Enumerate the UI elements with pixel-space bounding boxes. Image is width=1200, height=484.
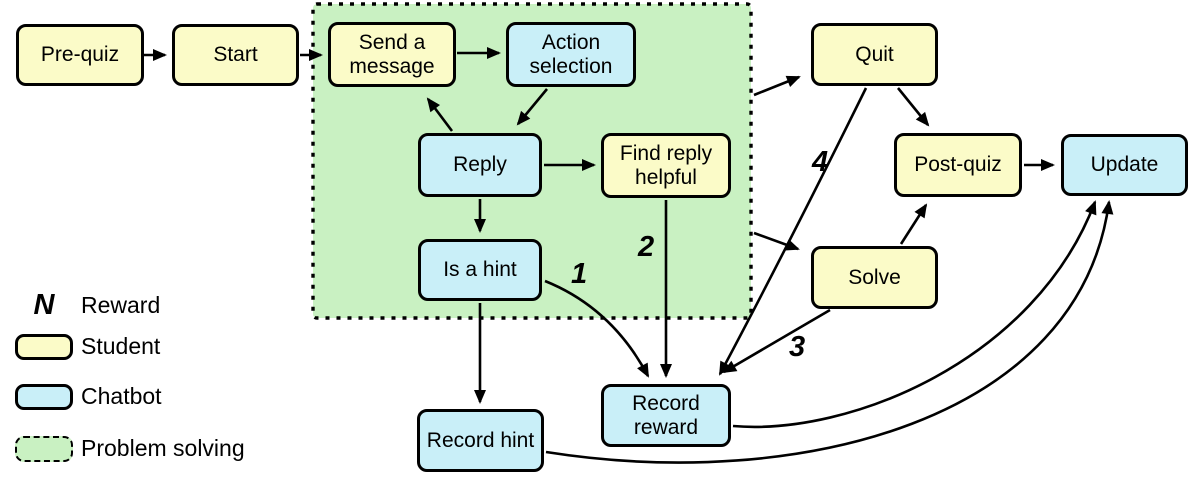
legend-row-problem-solving: Problem solving bbox=[15, 435, 245, 462]
node-record-reward: Record reward bbox=[601, 384, 731, 447]
edge-action-selection-reply bbox=[516, 88, 549, 126]
student-swatch bbox=[15, 333, 73, 360]
node-send-a-message: Send a message bbox=[328, 22, 456, 87]
node-pre-quiz: Pre-quiz bbox=[16, 24, 144, 86]
node-action-selection: Action selection bbox=[506, 22, 636, 87]
edge-quit-record-reward bbox=[718, 87, 868, 376]
chatbot-swatch bbox=[15, 383, 73, 410]
edge-region-solve bbox=[753, 231, 800, 251]
edge-solve-record-reward bbox=[722, 308, 831, 374]
reward-label-3: 3 bbox=[789, 331, 806, 363]
edge-quit-post-quiz bbox=[896, 87, 930, 127]
node-update: Update bbox=[1061, 134, 1188, 196]
problem-solving-swatch bbox=[15, 435, 73, 462]
reward-label-2: 2 bbox=[638, 231, 655, 263]
node-find-reply-helpful: Find reply helpful bbox=[601, 133, 731, 198]
node-is-a-hint: Is a hint bbox=[418, 239, 542, 301]
edge-reply-send-message bbox=[426, 97, 454, 132]
legend-label-student: Student bbox=[81, 333, 161, 359]
edge-record-reward-update bbox=[732, 200, 1097, 429]
node-post-quiz: Post-quiz bbox=[894, 133, 1022, 197]
flow-arrows bbox=[144, 47, 1114, 464]
node-reply: Reply bbox=[418, 133, 542, 197]
legend-row-chatbot: Chatbot bbox=[15, 383, 162, 410]
node-start: Start bbox=[172, 24, 299, 86]
legend-label-chatbot: Chatbot bbox=[81, 383, 162, 409]
legend-row-student: Student bbox=[15, 333, 160, 360]
node-quit: Quit bbox=[811, 23, 938, 86]
legend-row-reward: N Reward bbox=[15, 289, 161, 322]
legend-label-problem-solving: Problem solving bbox=[81, 435, 245, 461]
legend-label-reward: Reward bbox=[81, 292, 161, 318]
edge-record-hint-update bbox=[545, 200, 1114, 464]
node-record-hint: Record hint bbox=[417, 409, 544, 472]
node-solve: Solve bbox=[811, 246, 938, 309]
reward-label-4: 4 bbox=[812, 146, 829, 178]
reward-label-1: 1 bbox=[571, 258, 588, 290]
edge-region-quit bbox=[753, 75, 801, 97]
reward-symbol-n: N bbox=[33, 289, 55, 321]
edge-is-a-hint-record-reward bbox=[544, 279, 650, 378]
edge-solve-post-quiz bbox=[899, 203, 928, 245]
